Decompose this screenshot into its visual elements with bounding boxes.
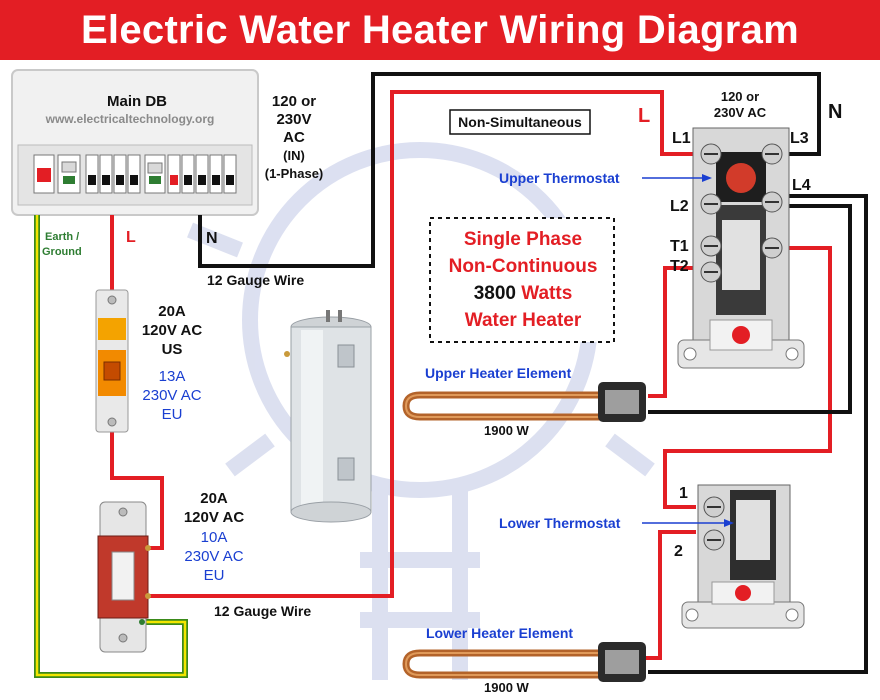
svg-text:(IN): (IN) [283,148,305,163]
earth-label-line2: Ground [42,246,82,258]
earth-wire [34,215,188,678]
terminal-l2: L2 [670,198,689,215]
switch-eu-rating: 10A [201,529,228,546]
switch-us-voltage: 120V AC [184,509,244,526]
heater-info-line1: Single Phase [464,229,582,250]
svg-text:AC: AC [283,129,305,146]
upper-thermostat-screws [700,143,783,283]
hot-wire [110,90,832,660]
note-box [449,109,591,135]
upper-heater-element [402,382,646,422]
terminal-t2: T2 [670,258,689,275]
page-title: Electric Water Heater Wiring Diagram [80,7,800,52]
l-right-label: L [638,105,650,127]
svg-text:230V: 230V [276,111,311,128]
terminal-t1: T1 [670,238,689,255]
note-text: Non-Simultaneous [458,114,582,130]
n-right-label: N [828,101,842,123]
wall-switch [97,501,151,653]
svg-text:120 or: 120 or [272,93,316,110]
l-left-label: L [126,229,136,246]
breaker-us-region: US [162,341,183,358]
n-left-label: N [206,230,218,247]
neutral-wire [198,72,868,674]
earth-label-line1: Earth / [45,231,79,243]
lower-heater-element [402,642,646,682]
title-banner: Electric Water Heater Wiring Diagram [0,0,880,60]
upper-element-watts: 1900 W [484,423,530,438]
upper-thermostat-arrow [642,174,712,182]
switch-eu-region: EU [204,567,225,584]
lower-thermostat [681,484,805,629]
breaker-eu-voltage: 230V AC [142,387,201,404]
breaker-us-voltage: 120V AC [142,322,202,339]
lower-terminal-2: 2 [674,543,683,560]
heater-info-line4: Water Heater [465,310,582,331]
switch-eu-voltage: 230V AC [184,548,243,565]
breaker-eu-region: EU [162,406,183,423]
heater-info-box [429,217,615,343]
gauge-wire-bottom-label: 12 Gauge Wire [214,603,311,619]
lower-thermostat-label: Lower Thermostat [499,515,621,531]
terminal-l1: L1 [672,130,691,147]
upper-element-label: Upper Heater Element [425,365,572,381]
heater-info-line3: 3800 Watts [474,283,573,304]
breaker-us-rating: 20A [158,303,186,320]
lower-terminal-1: 1 [679,485,688,502]
breaker-eu-rating: 13A [159,368,186,385]
db-breaker-row [33,154,237,194]
svg-text:(1-Phase): (1-Phase) [265,166,324,181]
upper-thermostat-supply-line1: 120 or [721,89,759,104]
gauge-wire-top-label: 12 Gauge Wire [207,272,304,288]
main-distribution-board [11,69,259,216]
supply-label: 120 or 230V AC (IN) (1-Phase) [265,93,324,181]
lower-element-label: Lower Heater Element [426,625,573,641]
upper-thermostat [677,127,805,369]
heater-info-line2: Non-Continuous [449,256,598,277]
lower-thermostat-arrow [642,519,734,527]
db-label: Main DB [107,93,167,110]
lower-element-watts: 1900 W [484,680,530,695]
upper-thermostat-label: Upper Thermostat [499,170,620,186]
terminal-l4: L4 [792,177,811,194]
lower-thermostat-screws [703,496,725,551]
terminal-l3: L3 [790,130,809,147]
water-heater-tank [284,310,372,523]
circuit-breaker [95,289,129,433]
switch-us-rating: 20A [200,490,228,507]
upper-thermostat-supply-line2: 230V AC [714,105,767,120]
db-website: www.electricaltechnology.org [45,112,215,126]
